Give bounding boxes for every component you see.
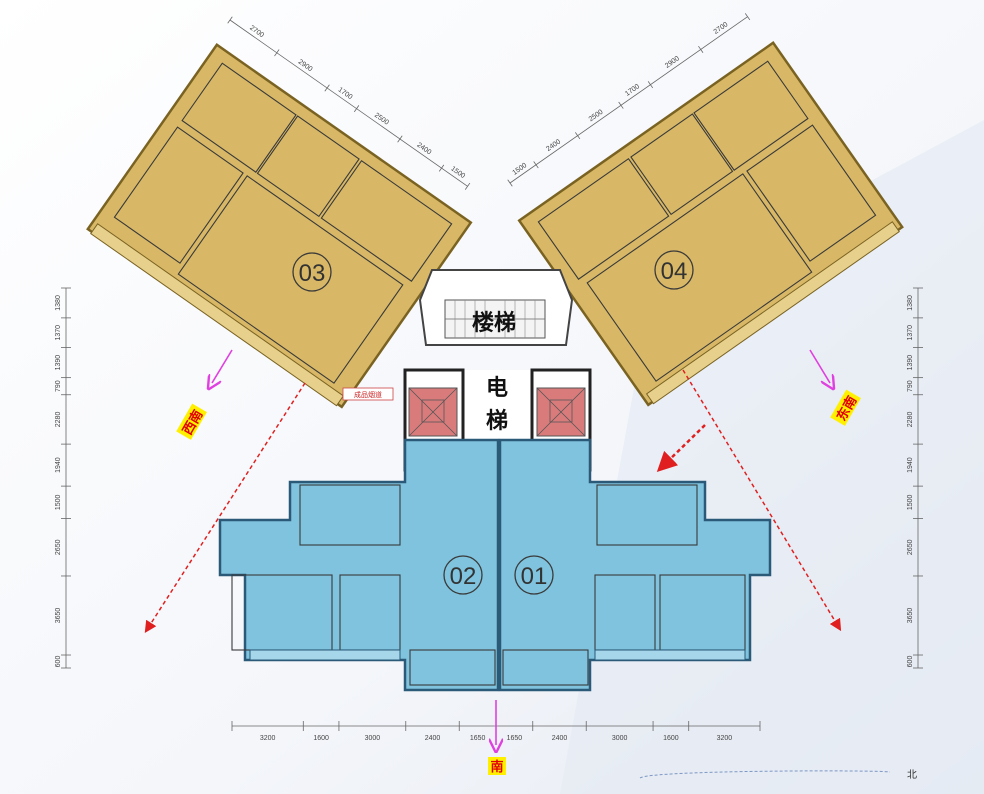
svg-text:电: 电 — [486, 376, 508, 401]
dims-left-3: 790 — [55, 380, 62, 392]
stairs-label: 楼梯 — [472, 310, 516, 336]
svg-text:04: 04 — [661, 258, 688, 285]
svg-text:南: 南 — [490, 759, 503, 775]
unit-02 — [218, 438, 500, 692]
stair-core: 楼梯 — [418, 269, 574, 346]
unit-01-label: 01 — [514, 555, 554, 595]
dims-left-6: 1500 — [55, 494, 62, 510]
arrow-entrance — [656, 424, 706, 472]
dim-bottom-5: 1650 — [507, 735, 523, 742]
dims-right-9: 600 — [907, 656, 914, 668]
dims-left-0: 1380 — [55, 295, 62, 311]
svg-text:北: 北 — [907, 769, 917, 781]
dims-right-3: 790 — [907, 380, 914, 392]
unit-01-body — [498, 438, 772, 692]
dimension-bottom: 3200 1600 3000 2400 1650 1650 2400 3000 1600 3200 — [231, 721, 761, 742]
dimension-right: 1380 1370 1390 790 2280 1940 1500 2650 3650 600 — [907, 287, 923, 669]
dims-left-8: 3650 — [55, 608, 62, 624]
dims-right-2: 1390 — [907, 355, 914, 371]
dims-left-4: 2280 — [55, 412, 62, 428]
dims-right-7: 2650 — [907, 539, 914, 555]
dimension-left: 1380 1370 1390 790 2280 1940 1500 2650 3650 600 — [55, 287, 71, 669]
svg-text:梯: 梯 — [486, 408, 508, 434]
compass-arrows — [212, 349, 830, 745]
arrow-southeast-view — [682, 369, 842, 632]
dims-left-1: 1370 — [55, 325, 62, 341]
view-arrows — [144, 369, 842, 634]
dim-bottom-9: 3200 — [717, 735, 733, 742]
unit-03-label: 03 — [292, 252, 332, 292]
unit-04-label: 04 — [654, 250, 694, 290]
dims-left-2: 1390 — [55, 355, 62, 371]
dims-right-6: 1500 — [907, 494, 914, 510]
direction-label-south: 南 — [488, 757, 506, 775]
dims-right-8: 3650 — [907, 608, 914, 624]
dim-bottom-4: 1650 — [470, 735, 486, 742]
north-indicator: 北 — [639, 769, 917, 781]
dim-bottom-8: 1600 — [663, 735, 679, 742]
flue-label: 成品烟道 — [354, 390, 382, 399]
dims-right-0: 1380 — [907, 295, 914, 311]
dim-bottom-1: 1600 — [313, 735, 329, 742]
dims-left-9: 600 — [55, 656, 62, 668]
unit-02-label: 02 — [443, 555, 483, 595]
direction-label-southeast: 东南 — [830, 389, 861, 426]
dim-bottom-0: 3200 — [260, 735, 276, 742]
svg-text:01: 01 — [521, 563, 548, 590]
dim-bottom-6: 2400 — [552, 735, 568, 742]
unit-03 — [86, 43, 473, 409]
dim-bottom-3: 2400 — [425, 735, 441, 742]
dim-bottom-2: 3000 — [365, 735, 381, 742]
unit-01 — [498, 438, 772, 692]
unit-04 — [517, 41, 904, 407]
svg-text:03: 03 — [299, 260, 326, 287]
dims-right-5: 1940 — [907, 457, 914, 473]
dim-bottom-7: 3000 — [612, 735, 628, 742]
dims-right-1: 1370 — [907, 325, 914, 341]
dims-right-4: 2280 — [907, 412, 914, 428]
dims-left-5: 1940 — [55, 457, 62, 473]
dims-left-7: 2650 — [55, 539, 62, 555]
svg-text:02: 02 — [450, 563, 477, 590]
